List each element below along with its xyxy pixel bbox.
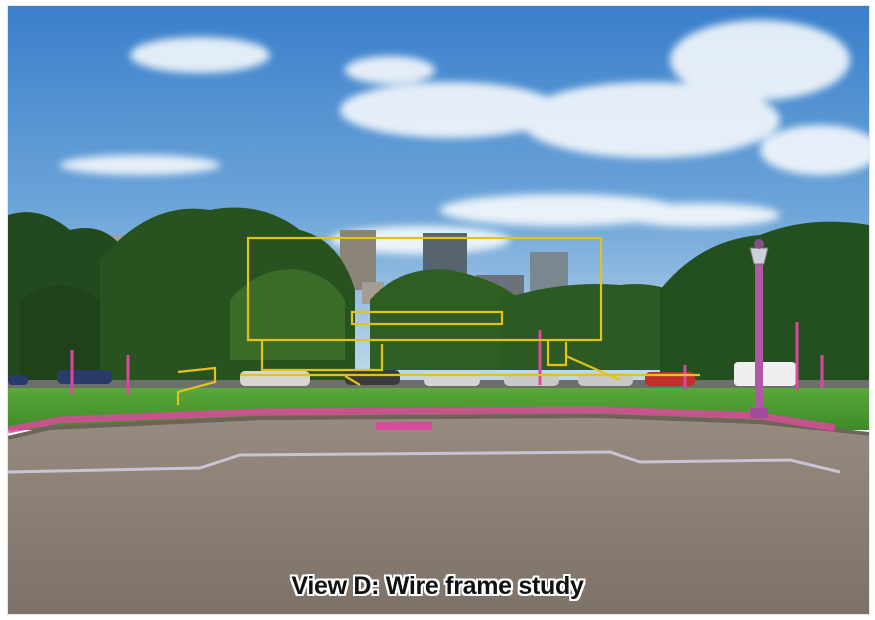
pavement-edge [7, 413, 870, 440]
figure-caption: View D: Wire frame study [291, 572, 584, 600]
pavement-marking [7, 450, 841, 474]
lamp-post [749, 239, 769, 418]
wireframe-yellow [176, 236, 700, 405]
pavement [8, 418, 869, 614]
